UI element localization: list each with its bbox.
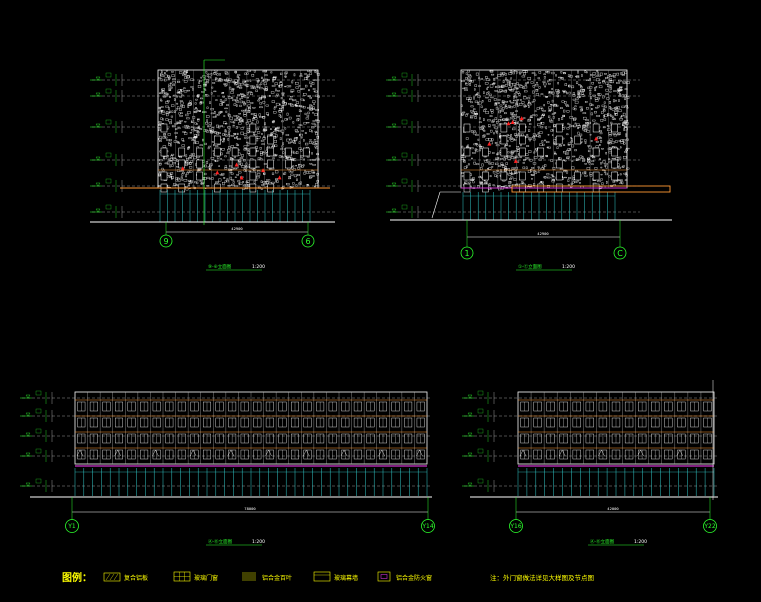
- legend-label: 铝合金防火窗: [396, 574, 432, 582]
- facade-grid-pattern: [74, 392, 428, 464]
- fire-window-icon: [377, 571, 391, 582]
- axis-label-right: 6: [305, 237, 310, 246]
- axis-bubble-left: [460, 246, 474, 260]
- glass-curtain-base: [74, 468, 428, 496]
- elevation-bottom-right: 42000 Y16 Y22 Ⓐ-Ⓑ立面图 1:200: [462, 380, 718, 546]
- axis-label-right: Y22: [703, 523, 715, 530]
- axis-label-right: Y14: [421, 523, 433, 530]
- elevation-top-left: 42900 9 6 ⑨-⑥立面图 1:200: [90, 59, 335, 271]
- elevation-bottom-left: 78000 Y1 Y14 Ⓐ-Ⓑ立面图 1:200: [20, 390, 435, 546]
- dimension-text: 42900: [537, 231, 549, 236]
- axis-bubble-right: [703, 519, 717, 533]
- glass-curtain-base: [159, 190, 311, 222]
- legend-label: 复合铝板: [124, 574, 148, 582]
- drawing-scale: 1:200: [634, 539, 647, 545]
- legend-label: 玻璃幕墙: [334, 574, 358, 582]
- axis-label-right: C: [617, 249, 623, 258]
- axis-label-left: 1: [464, 249, 469, 258]
- axis-bubble-right: [421, 519, 435, 533]
- facade-grid-pattern: [517, 392, 715, 464]
- glass-curtain-base: [462, 192, 616, 220]
- window-grid-icon: [173, 571, 191, 582]
- dimension-text: 42900: [231, 226, 243, 231]
- legend: 图例： 复合铝板 玻璃门窗 铝合金百叶 玻璃幕墙 铝合金防火窗 注：外门窗做法详…: [62, 571, 594, 584]
- drawing-title: ①-Ⓒ立面图: [518, 263, 542, 270]
- axis-bubble-right: [613, 246, 627, 260]
- legend-label: 铝合金百叶: [262, 574, 292, 582]
- curtain-wall-icon: [313, 571, 331, 582]
- drawing-title: Ⓐ-Ⓑ立面图: [590, 538, 615, 545]
- axis-label-left: Y1: [67, 523, 76, 530]
- axis-label-left: Y16: [509, 523, 521, 530]
- elevation-top-right: 42900 1 C ①-Ⓒ立面图 1:200: [386, 69, 672, 271]
- axis-label-left: 9: [163, 237, 168, 246]
- drawing-scale: 1:200: [252, 539, 265, 545]
- legend-title: 图例：: [62, 571, 92, 584]
- drawing-note: 注：外门窗做法详见大样图及节点图: [490, 573, 594, 582]
- drawing-title: Ⓐ-Ⓑ立面图: [208, 538, 233, 545]
- perforated-panel-pattern: [157, 69, 321, 193]
- axis-bubble-right: [301, 234, 315, 248]
- drawing-scale: 1:200: [562, 264, 575, 270]
- drawing-title: ⑨-⑥立面图: [208, 263, 232, 270]
- axis-bubble-left: [509, 519, 523, 533]
- louver-icon: [242, 572, 256, 581]
- axis-bubble-left: [65, 519, 79, 533]
- dimension-text: 42000: [607, 506, 619, 511]
- dimension-text: 78000: [244, 506, 256, 511]
- legend-label: 玻璃门窗: [194, 574, 218, 582]
- hatch-swatch-icon: [103, 572, 121, 582]
- glass-curtain-base: [517, 468, 715, 496]
- drawing-scale: 1:200: [252, 264, 265, 270]
- canopy: [511, 185, 671, 193]
- perforated-panel-pattern: [460, 69, 630, 193]
- axis-bubble-left: [159, 234, 173, 248]
